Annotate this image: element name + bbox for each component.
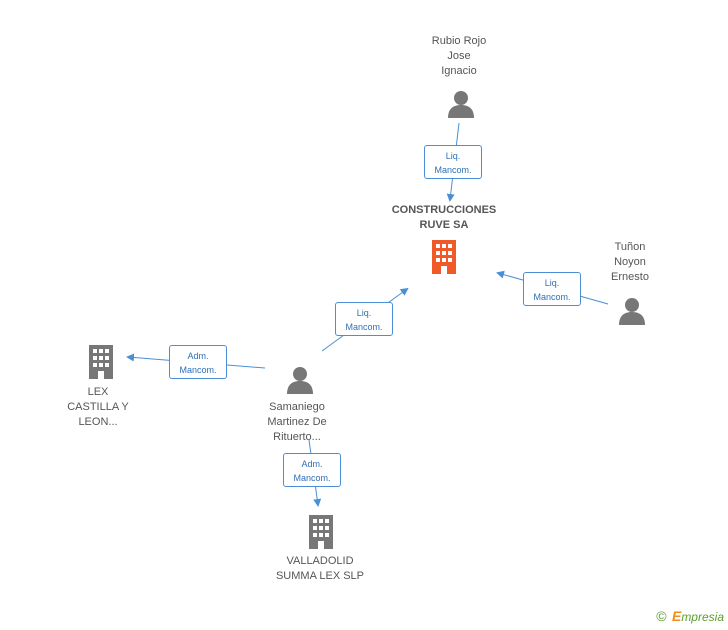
company-main-line2[interactable]: RUVE SA [419,219,469,231]
company-lex-line3[interactable]: LEON... [78,416,118,428]
person-icon[interactable] [446,90,476,123]
person-tunon-name[interactable]: Tuñon Noyon Ernesto [590,240,670,285]
edge-label-rubio-main[interactable]: Liq. Mancom. [424,145,482,179]
copyright-symbol: © [656,608,667,624]
person-samaniego-line3[interactable]: Rituerto... [273,431,321,443]
company-lex-name[interactable]: LEX CASTILLA Y LEON... [53,385,143,430]
person-samaniego-line1[interactable]: Samaniego [269,401,325,413]
company-lex-line2[interactable]: CASTILLA Y [67,401,129,413]
person-icon[interactable] [285,366,315,399]
edge-label-samaniego-valladolid[interactable]: Adm. Mancom. [283,453,341,487]
building-icon[interactable] [429,240,459,279]
person-icon[interactable] [617,297,647,330]
edge-label-line1: Adm. [187,351,209,361]
company-main-name[interactable]: CONSTRUCCIONES RUVE SA [370,203,518,233]
building-icon[interactable] [86,345,116,384]
person-tunon-line3[interactable]: Ernesto [611,271,649,283]
company-valladolid-line1[interactable]: VALLADOLID [286,555,354,567]
edge-label-line1: Liq. [445,151,461,161]
company-lex-line1[interactable]: LEX [87,386,109,398]
edge-label-line1: Liq. [544,278,560,288]
edge-label-line2: Mancom. [434,165,472,175]
edge-label-tunon-main[interactable]: Liq. Mancom. [523,272,581,306]
company-valladolid-line2[interactable]: SUMMA LEX SLP [275,570,365,582]
company-valladolid-name[interactable]: VALLADOLID SUMMA LEX SLP [264,554,376,584]
edge-label-line2: Mancom. [533,292,571,302]
person-tunon-line1[interactable]: Tuñon [614,241,646,253]
edge-label-samaniego-lex[interactable]: Adm. Mancom. [169,345,227,379]
building-icon[interactable] [306,515,336,554]
edge-label-line2: Mancom. [345,322,383,332]
empresia-logo[interactable]: © Empresia [656,608,724,624]
edge-label-samaniego-main[interactable]: Liq. Mancom. [335,302,393,336]
person-samaniego-line2[interactable]: Martinez De [267,416,327,428]
edge-label-line1: Liq. [356,308,372,318]
brand-initial: E [671,608,682,624]
edge-label-line2: Mancom. [293,473,331,483]
brand-name: mpresia [681,610,724,624]
person-rubio-line2[interactable]: Jose [447,50,471,62]
person-rubio-line1[interactable]: Rubio Rojo [431,35,487,47]
person-tunon-line2[interactable]: Noyon [614,256,646,268]
edge-label-line2: Mancom. [179,365,217,375]
person-samaniego-name[interactable]: Samaniego Martinez De Rituerto... [247,400,347,445]
edge-label-line1: Adm. [301,459,323,469]
person-rubio-name[interactable]: Rubio Rojo Jose Ignacio [409,34,509,79]
person-rubio-line3[interactable]: Ignacio [441,65,477,77]
company-main-line1[interactable]: CONSTRUCCIONES [391,204,497,216]
